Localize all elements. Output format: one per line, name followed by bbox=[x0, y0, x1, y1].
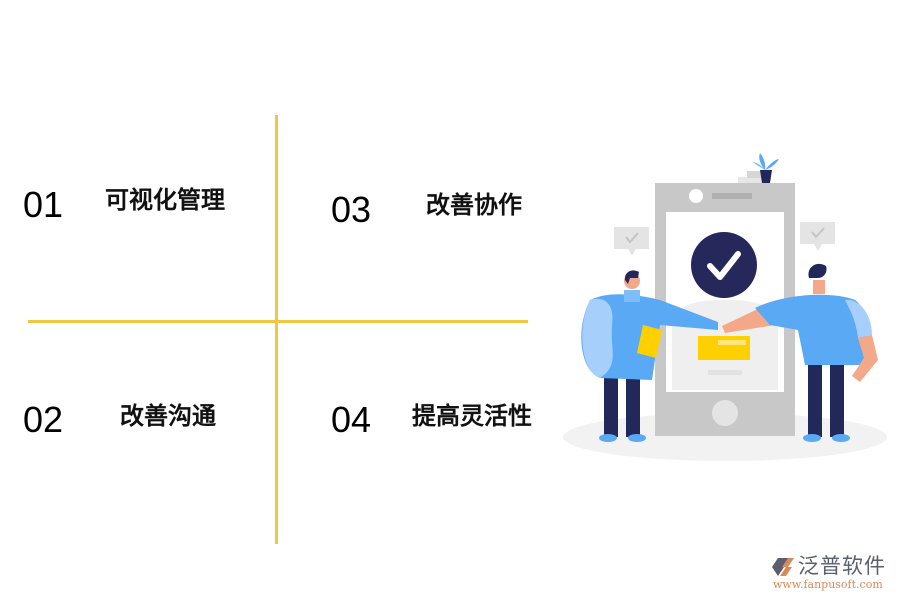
logo-url: www.fanpusoft.com bbox=[773, 578, 883, 591]
fanpu-logo-icon bbox=[772, 558, 794, 576]
quadrant-2-number: 02 bbox=[23, 399, 64, 440]
horizontal-divider bbox=[28, 320, 528, 323]
logo-name: 泛普软件 bbox=[798, 554, 886, 578]
quadrant-1-number: 01 bbox=[23, 184, 64, 225]
vertical-divider bbox=[275, 115, 278, 544]
quadrant-1-label: 可视化管理 bbox=[105, 186, 225, 214]
quadrant-4-label: 提高灵活性 bbox=[412, 402, 532, 430]
quadrant-3-label: 改善协作 bbox=[426, 191, 522, 219]
teamwork-illustration bbox=[563, 153, 887, 461]
quadrant-2-label: 改善沟通 bbox=[120, 402, 216, 430]
quadrant-4-number: 04 bbox=[331, 399, 372, 440]
fanpu-logo: 泛普软件 www.fanpusoft.com bbox=[770, 553, 895, 593]
quadrant-3-number: 03 bbox=[331, 189, 372, 230]
